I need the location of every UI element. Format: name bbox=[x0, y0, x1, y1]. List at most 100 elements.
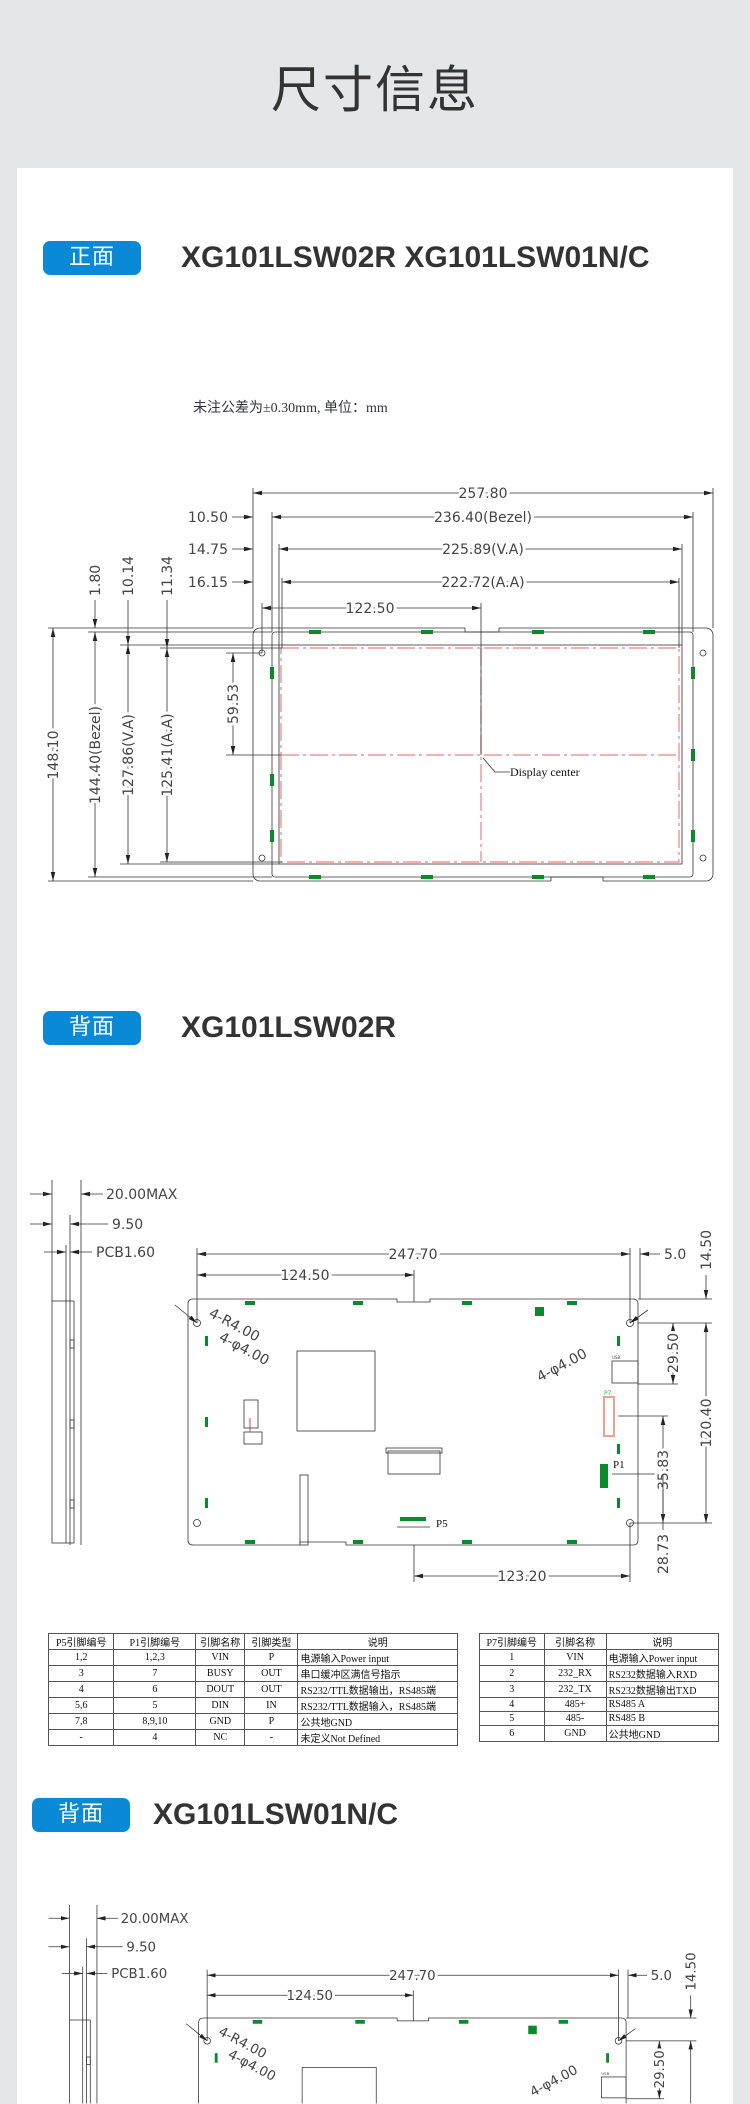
table-cell: - bbox=[244, 1729, 299, 1746]
table-cell: 8,9,10 bbox=[113, 1713, 197, 1730]
table-cell: P bbox=[244, 1649, 299, 1666]
table-cell: VIN bbox=[195, 1649, 246, 1666]
table-cell: 3 bbox=[479, 1681, 545, 1698]
table-cell: 6 bbox=[479, 1725, 545, 1742]
dim-bezel-width: 236.40(Bezel) bbox=[434, 510, 532, 526]
table-header-cell: 说明 bbox=[605, 1633, 720, 1650]
table-header-cell: 说明 bbox=[297, 1633, 458, 1650]
dim-va-height: 127.86(V.A) bbox=[121, 714, 137, 796]
section-title-back-01nc: XG101LSW01N/C bbox=[153, 1798, 399, 1831]
usb-label: USB bbox=[601, 2071, 609, 2076]
table-cell: BUSY bbox=[195, 1665, 246, 1682]
section-badge-back-01nc: 背面 bbox=[32, 1798, 130, 1832]
table-cell: RS232数据输出TXD bbox=[605, 1681, 720, 1698]
table-cell: DIN bbox=[195, 1697, 246, 1714]
usb-label: USB bbox=[612, 1355, 620, 1360]
p1-label: P1 bbox=[613, 1459, 625, 1471]
dim-center-x-back: 124.50 bbox=[281, 1268, 330, 1284]
table-cell: 公共地GND bbox=[605, 1725, 720, 1742]
table-cell: RS232/TTL数据输出，RS485端 bbox=[297, 1681, 458, 1698]
dim-max-depth: 20.00MAX bbox=[121, 1912, 189, 1927]
dim-hole-span-x: 247.70 bbox=[389, 1247, 438, 1263]
table-cell: GND bbox=[543, 1725, 607, 1742]
dim-center-x-back: 124.50 bbox=[286, 1989, 333, 2004]
mount-holes bbox=[258, 649, 707, 862]
table-cell: 公共地GND bbox=[297, 1713, 458, 1730]
table-cell: 未定义Not Defined bbox=[297, 1729, 458, 1746]
dim-edge-x: 5.0 bbox=[664, 1247, 686, 1263]
section-badge-back-02r: 背面 bbox=[43, 1011, 141, 1045]
dim-overall-width: 257.80 bbox=[459, 486, 508, 502]
dim-va-width: 225.89(V.A) bbox=[442, 542, 524, 558]
tolerance-note: 未注公差为±0.30mm, 单位：mm bbox=[193, 401, 388, 416]
pcb-board: USB P7 P1 P5 bbox=[187, 1298, 639, 1546]
dim-edge-y: 14.50 bbox=[699, 1230, 715, 1270]
dim-hole-span-y: 120.40 bbox=[699, 1399, 715, 1448]
dim-max-depth: 20.00MAX bbox=[106, 1187, 178, 1203]
section-title-front: XG101LSW02R XG101LSW01N/C bbox=[181, 241, 650, 274]
page-title: 尺寸信息 bbox=[271, 61, 479, 119]
dim-usb-y: 29.50 bbox=[653, 2050, 668, 2088]
dim-aa-height: 125.41(A.A) bbox=[160, 713, 176, 796]
dim-edge-x: 5.0 bbox=[651, 1969, 672, 1984]
side-view: 20.00MAX 9.50 PCB1.60 bbox=[48, 1905, 189, 2104]
table-cell: OUT bbox=[244, 1681, 299, 1698]
table-cell: 1,2,3 bbox=[113, 1649, 197, 1666]
table-cell: NC bbox=[195, 1729, 246, 1746]
table-cell: OUT bbox=[244, 1665, 299, 1682]
table-cell: 3 bbox=[47, 1665, 115, 1682]
dim-usb-y: 29.50 bbox=[666, 1333, 682, 1373]
p5-label: P5 bbox=[436, 1518, 448, 1530]
clip-marks bbox=[270, 630, 695, 879]
table-cell: GND bbox=[195, 1713, 246, 1730]
display-center-label: Display center bbox=[510, 765, 580, 779]
back-drawing: 20.00MAX 9.50 PCB1.60 USB P7 P1 P5 247.7… bbox=[30, 1180, 718, 1588]
dim-pcb-thickness: PCB1.60 bbox=[96, 1245, 155, 1261]
table-cell: P bbox=[244, 1713, 299, 1730]
dim-offset-top-bezel: 1.80 bbox=[88, 565, 104, 596]
hole-dia-right-label: 4-φ4.00 bbox=[534, 1346, 590, 1386]
dim-offset-top-aa: 11.34 bbox=[160, 556, 176, 596]
table-cell: 1 bbox=[479, 1649, 545, 1666]
front-drawing: 257.80 236.40(Bezel) 10.50 225.89(V.A) 1… bbox=[43, 483, 714, 883]
dim-p7-y: 35.83 bbox=[656, 1450, 672, 1490]
dim-edge-y: 14.50 bbox=[684, 1952, 699, 1990]
pcb-board: USB bbox=[198, 2017, 627, 2104]
table-header-cell: P7引脚编号 bbox=[479, 1633, 545, 1650]
dim-offset-aa: 16.15 bbox=[188, 575, 228, 591]
section-badge-front: 正面 bbox=[43, 241, 141, 275]
dim-hole-span-x: 247.70 bbox=[389, 1969, 436, 1984]
dim-bezel-height: 144.40(Bezel) bbox=[88, 706, 104, 804]
table-cell: 5 bbox=[113, 1697, 197, 1714]
table-cell: VIN bbox=[543, 1649, 607, 1666]
table-cell: 232_RX bbox=[543, 1665, 607, 1682]
dim-aa-width: 222.72(A.A) bbox=[441, 575, 524, 591]
table-cell: 电源输入Power input bbox=[297, 1649, 458, 1666]
table-cell: 6 bbox=[113, 1681, 197, 1698]
table-header-cell: 引脚名称 bbox=[195, 1633, 246, 1650]
table-cell: 7 bbox=[113, 1665, 197, 1682]
back-drawing-01nc: 20.00MAX 9.50 PCB1.60 USB 247.70 5.0 124… bbox=[48, 1905, 699, 2104]
table-cell: 4 bbox=[47, 1681, 115, 1698]
dim-p1-y: 28.73 bbox=[656, 1534, 672, 1574]
view-area-outline bbox=[278, 644, 683, 865]
table-cell: 串口缓冲区满信号指示 bbox=[297, 1665, 458, 1682]
table-cell: IN bbox=[244, 1697, 299, 1714]
table-header-cell: P1引脚编号 bbox=[113, 1633, 197, 1650]
table-cell: 7,8 bbox=[47, 1713, 115, 1730]
table-cell: DOUT bbox=[195, 1681, 246, 1698]
dim-center-y: 59.53 bbox=[226, 684, 242, 724]
table-cell: 2 bbox=[479, 1665, 545, 1682]
content-panel bbox=[17, 168, 733, 2104]
table-cell: 4 bbox=[113, 1729, 197, 1746]
table-cell: 4 bbox=[479, 1697, 545, 1712]
